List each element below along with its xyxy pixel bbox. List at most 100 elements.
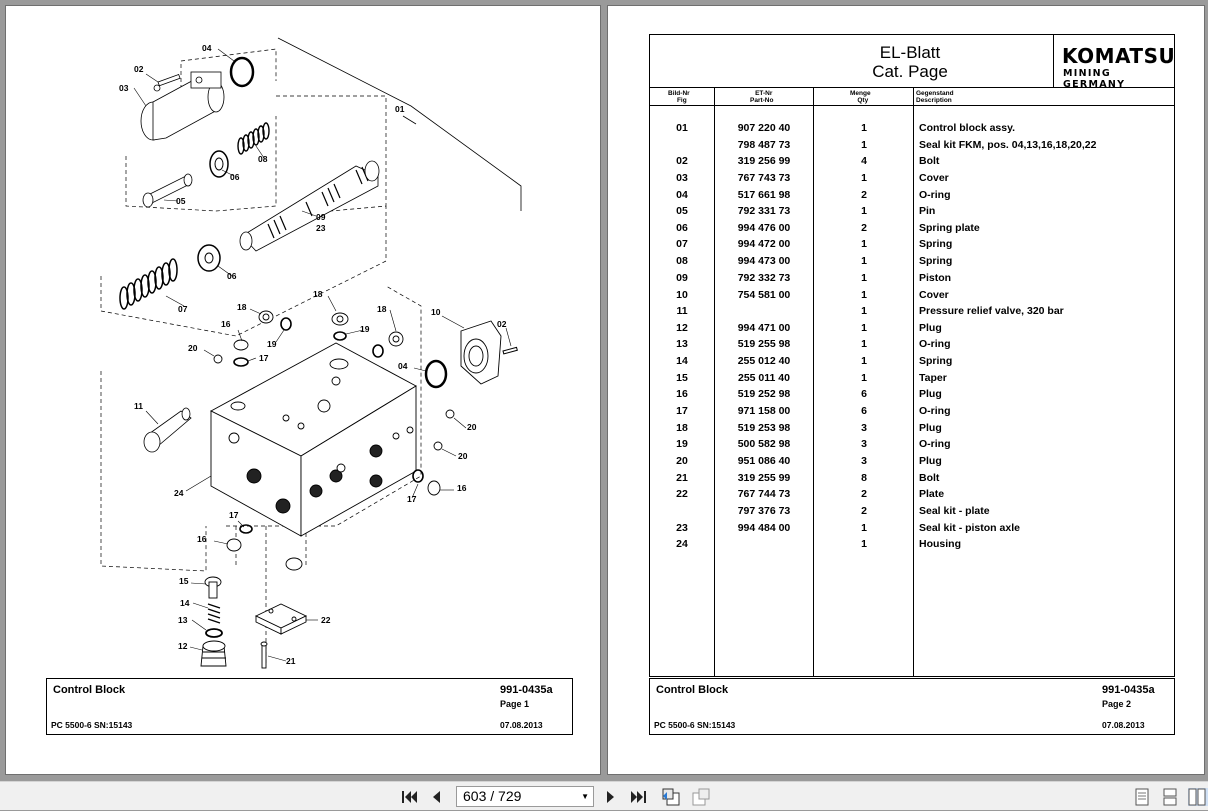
callout-18a: 18 xyxy=(237,302,247,312)
callout-10: 10 xyxy=(431,307,441,317)
part-number-cell: 255 012 40 xyxy=(737,355,791,367)
part-number-cell: 994 476 00 xyxy=(737,222,791,234)
callout-07: 07 xyxy=(178,304,188,314)
callout-14: 14 xyxy=(180,598,190,608)
quantity-cell: 6 xyxy=(861,388,867,400)
quantity-cell: 1 xyxy=(861,172,867,184)
go-forward-icon[interactable] xyxy=(690,788,712,806)
part-number-cell: 767 743 73 xyxy=(737,172,791,184)
left-page: 04 02 03 01 08 06 05 09 23 06 07 18 18 1… xyxy=(5,5,601,775)
callout-01: 01 xyxy=(395,104,405,114)
fig-number-cell: 10 xyxy=(676,288,688,301)
quantity-cell: 1 xyxy=(861,522,867,534)
footer-model: PC 5500-6 SN:15143 xyxy=(654,720,736,730)
part-number-cell: 754 581 00 xyxy=(737,288,791,301)
callout-17b: 17 xyxy=(407,494,417,504)
part-number-cell: 907 220 40 xyxy=(737,122,791,134)
footer-page-number: Page 2 xyxy=(1102,699,1132,709)
quantity-cell: 1 xyxy=(861,272,867,284)
first-page-icon[interactable] xyxy=(400,788,418,806)
col-desc-de: Gegenstand xyxy=(916,90,954,97)
part-number-cell: 319 256 99 xyxy=(737,155,791,167)
callout-16c: 16 xyxy=(197,534,207,544)
part-number-cell: 517 661 98 xyxy=(737,188,791,201)
description-cell: Plug xyxy=(919,455,942,467)
fig-number-cell: 07 xyxy=(676,238,688,250)
part-number-cell: 500 582 98 xyxy=(737,438,791,450)
description-cell: Plug xyxy=(919,388,942,400)
footer-date: 07.08.2013 xyxy=(500,720,543,730)
callout-17a: 17 xyxy=(259,353,269,363)
description-cell: Plug xyxy=(919,322,942,334)
quantity-cell: 4 xyxy=(861,155,867,167)
quantity-cell: 1 xyxy=(861,305,867,317)
go-back-icon[interactable] xyxy=(660,788,682,806)
prev-page-icon[interactable] xyxy=(428,788,444,806)
fig-number-cell: 17 xyxy=(676,405,688,417)
fig-number-cell: 03 xyxy=(676,172,688,184)
fig-number-cell: 18 xyxy=(676,422,688,434)
footer-box: Control Block 991-0435a Page 2 PC 5500-6… xyxy=(649,678,1175,735)
fig-number-cell: 05 xyxy=(676,205,688,217)
part-number-cell: 319 255 99 xyxy=(737,472,791,484)
callout-02: 02 xyxy=(134,64,144,74)
two-page-view-icon[interactable] xyxy=(1188,788,1208,806)
description-cell: Plug xyxy=(919,422,942,434)
description-cell: Spring xyxy=(919,238,953,250)
description-cell: Bolt xyxy=(919,155,940,167)
page-number-select[interactable]: 603 / 729 ▼ xyxy=(456,786,594,807)
col-part-de: ET-Nr xyxy=(755,90,773,97)
col-qty-de: Menge xyxy=(850,90,871,97)
next-page-icon[interactable] xyxy=(603,788,619,806)
callout-23: 23 xyxy=(316,223,326,233)
quantity-cell: 1 xyxy=(861,372,867,384)
footer-box: Control Block 991-0435a Page 1 PC 5500-6… xyxy=(46,678,573,735)
quantity-cell: 2 xyxy=(861,488,867,500)
single-page-view-icon[interactable] xyxy=(1134,788,1150,806)
description-cell: Pressure relief valve, 320 bar xyxy=(919,305,1064,317)
callout-19b: 19 xyxy=(267,339,277,349)
quantity-cell: 2 xyxy=(861,188,867,201)
callout-20a: 20 xyxy=(188,343,198,353)
fig-number-cell: 04 xyxy=(676,188,688,201)
callout-17c: 17 xyxy=(229,510,239,520)
chevron-down-icon: ▼ xyxy=(581,792,589,801)
quantity-cell: 8 xyxy=(861,472,867,484)
part-number-cell: 519 253 98 xyxy=(737,422,791,434)
callout-20c: 20 xyxy=(458,451,468,461)
column-headers: Bild-Nr Fig ET-Nr Part-No Menge Qty Gege… xyxy=(650,88,1174,106)
callout-22: 22 xyxy=(321,615,331,625)
col-fig-de: Bild-Nr xyxy=(668,90,690,97)
quantity-cell: 1 xyxy=(861,288,867,301)
description-cell: Seal kit - piston axle xyxy=(919,522,1020,534)
part-number-cell: 519 255 98 xyxy=(737,338,791,350)
callout-04: 04 xyxy=(202,43,212,53)
quantity-cell: 2 xyxy=(861,505,867,517)
fig-number-cell: 20 xyxy=(676,455,688,467)
description-cell: Plate xyxy=(919,488,945,500)
col-part-en: Part-No xyxy=(750,97,774,104)
continuous-view-icon[interactable] xyxy=(1162,788,1178,806)
part-number-cell: 255 011 40 xyxy=(738,372,790,384)
logo-subtitle: MINING GERMANY xyxy=(1063,68,1126,90)
quantity-cell: 3 xyxy=(861,422,867,434)
quantity-cell: 1 xyxy=(861,122,867,134)
title-line-2: Cat. Page xyxy=(872,62,948,81)
description-cell: Bolt xyxy=(919,472,940,484)
callout-11: 11 xyxy=(134,401,143,411)
description-cell: O-ring xyxy=(919,338,951,350)
last-page-icon[interactable] xyxy=(630,788,648,806)
parts-list-sheet: EL-Blatt Cat. Page KOMATSU MINING GERMAN… xyxy=(649,34,1175,677)
col-fig-en: Fig xyxy=(676,97,687,104)
